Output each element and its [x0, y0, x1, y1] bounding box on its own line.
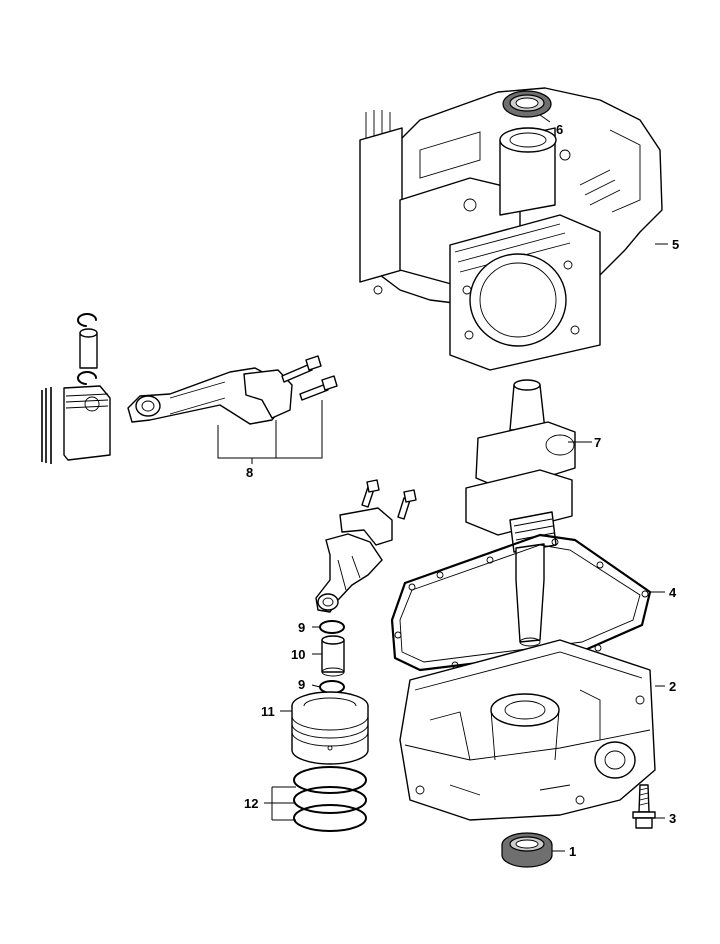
callout-labels: 6 5 7 8 4 9 10 2 9 11 12 3 1 — [244, 122, 679, 859]
oil-seal-lower — [501, 832, 553, 868]
piston-ring-set — [293, 766, 367, 832]
circlip-upper — [319, 620, 345, 634]
oil-seal-upper — [502, 90, 552, 118]
connecting-rod-kit-upper — [41, 313, 338, 464]
callout-4: 4 — [669, 585, 677, 600]
callout-11: 11 — [261, 704, 275, 719]
circlip-lower — [319, 680, 345, 694]
crankcase-gasket — [390, 533, 652, 672]
crankshaft — [465, 379, 576, 647]
callout-10: 10 — [291, 647, 305, 662]
connecting-rod-lower — [315, 479, 417, 613]
callout-8: 8 — [246, 465, 253, 480]
callout-7: 7 — [594, 435, 601, 450]
engine-block — [359, 87, 663, 371]
callout-6: 6 — [556, 122, 563, 137]
piston — [291, 691, 369, 765]
callout-2: 2 — [669, 679, 676, 694]
callout-3: 3 — [669, 811, 676, 826]
callout-12: 12 — [244, 796, 258, 811]
flange-bolt — [632, 784, 656, 829]
callout-9-lower: 9 — [298, 677, 305, 692]
callout-9-upper: 9 — [298, 620, 305, 635]
leader-lines — [217, 114, 668, 852]
callout-5: 5 — [672, 237, 679, 252]
crankcase-cover — [399, 639, 656, 821]
callout-1: 1 — [569, 844, 576, 859]
piston-pin — [321, 635, 345, 677]
